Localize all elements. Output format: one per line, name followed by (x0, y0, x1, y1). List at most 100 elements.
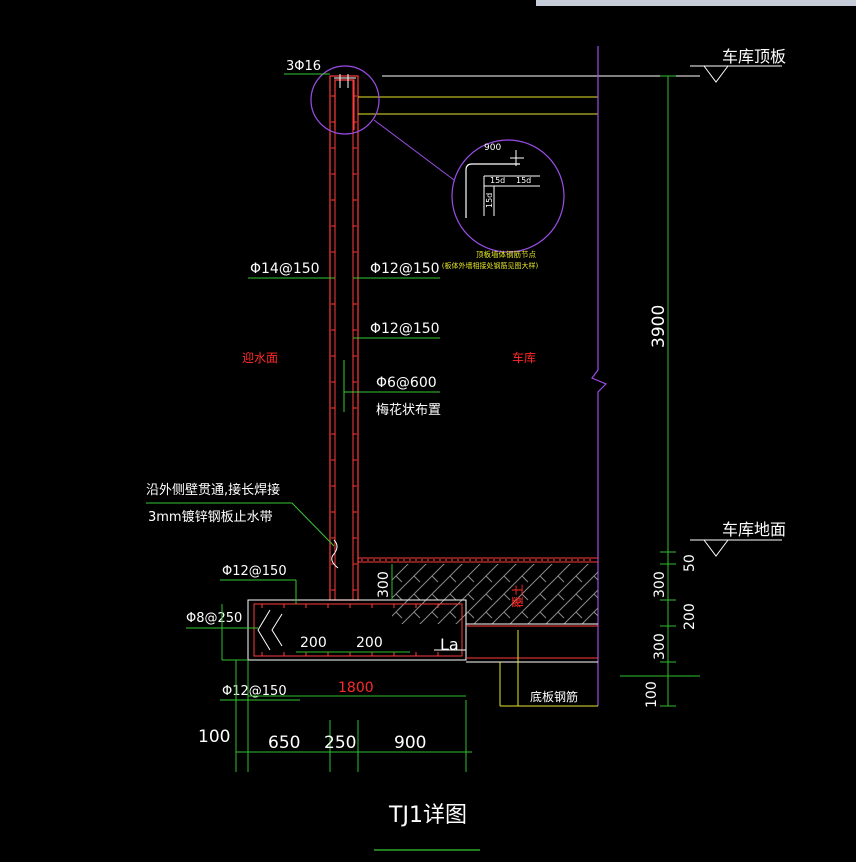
screed-dot (373, 559, 375, 561)
waterstop-label-1: 沿外侧壁贯通,接长焊接 (146, 482, 280, 498)
screed-dot (541, 559, 543, 561)
screed-dot (445, 559, 447, 561)
dim-900: 900 (394, 733, 426, 753)
annotations: 3Φ16 Φ14@150 Φ12@150 Φ12@150 Φ6@600 梅花状布… (146, 59, 578, 851)
screed-dot (577, 559, 579, 561)
inner-rebar-1-label: Φ12@150 (370, 261, 440, 277)
roof-level-symbol (690, 65, 782, 83)
screed-dot (505, 559, 507, 561)
break-line (591, 46, 608, 706)
dim-250: 250 (324, 733, 356, 753)
roof-level-label: 车库顶板 (722, 47, 786, 66)
screed-dot (457, 559, 459, 561)
dim-200-right: 200 (356, 635, 383, 651)
top-hook-rebar (334, 79, 355, 130)
floor-level-label: 车库地面 (722, 520, 786, 539)
bottom-dimension-chain: 100 650 250 900 (198, 604, 472, 772)
fill-hatch (392, 564, 598, 624)
level-markers: 车库顶板 车库地面 (690, 47, 786, 557)
screed-dot (529, 559, 531, 561)
dim-300b: 300 (652, 633, 668, 660)
dim-650: 650 (268, 733, 300, 753)
dim-200-left: 200 (300, 635, 327, 651)
footing-rebar-ticks (261, 604, 439, 656)
screed-dot (499, 559, 501, 561)
screed-dot (379, 559, 381, 561)
screed-dot (361, 559, 363, 561)
screed-dot (367, 559, 369, 561)
garage-structure (358, 46, 700, 706)
outer-rebar-label: Φ14@150 (250, 261, 320, 277)
screed-dot (433, 559, 435, 561)
screed-dot (517, 559, 519, 561)
callout-circle-large (451, 139, 565, 253)
right-dimension-chain: 3900 50 300 200 300 100 (620, 75, 700, 708)
callout-dim-15d-a: 15d (490, 176, 505, 185)
dim-100-left: 100 (198, 727, 230, 747)
dim-300-left: 300 (376, 571, 392, 598)
screed-dot (487, 559, 489, 561)
base-rebar-label: 底板钢筋 (530, 689, 578, 704)
screed-dot (385, 559, 387, 561)
dim-100-right: 100 (644, 681, 660, 708)
screed-dot (565, 559, 567, 561)
screed-dot (511, 559, 513, 561)
footing-outline (247, 599, 467, 661)
callout-dim-900: 900 (484, 143, 501, 153)
screed-dot (427, 559, 429, 561)
screed-dot (571, 559, 573, 561)
inner-rebar-2-label: Φ12@150 (370, 321, 440, 337)
dim-1800: 1800 (338, 680, 374, 696)
callout-circle-small (310, 65, 380, 135)
footing-top-rebar-label: Φ12@150 (222, 564, 287, 579)
detail-title: TJ1详图 (388, 803, 467, 828)
dim-3900: 3900 (649, 305, 669, 348)
footing (247, 599, 598, 707)
screed-dot (415, 559, 417, 561)
footing-side-rebar-label: Φ8@250 (186, 611, 242, 626)
screed-dot (463, 559, 465, 561)
la-label: La (440, 635, 459, 654)
footing-bottom-rebar-label: Φ12@150 (222, 684, 287, 699)
screed-dot (523, 559, 525, 561)
screed-dot (493, 559, 495, 561)
screed-dot (535, 559, 537, 561)
footing-rebar-loop (253, 603, 463, 657)
detail-callout: 900 15d 15d 15d 顶板墙体钢筋节点 (板体外墙相接处钢筋见图大样) (310, 65, 565, 270)
callout-note-1: 顶板墙体钢筋节点 (476, 249, 536, 259)
window-top-bar (536, 0, 856, 6)
floor-level-symbol (690, 539, 782, 557)
water-side-label: 迎水面 (242, 351, 278, 365)
screed-dot (553, 559, 555, 561)
waterstop-leader-d (291, 502, 335, 547)
screed-dot (475, 559, 477, 561)
waterstop-label-2: 3mm镀锌钢板止水带 (148, 509, 273, 525)
tie-note-label: 梅花状布置 (376, 402, 441, 418)
callout-dim-15d-c: 15d (485, 193, 494, 208)
screed-dot (481, 559, 483, 561)
screed-dot (403, 559, 405, 561)
floor-screed-pattern (361, 559, 591, 561)
screed-dot (583, 559, 585, 561)
screed-dot (559, 559, 561, 561)
callout-note-2: (板体外墙相接处钢筋见图大样) (442, 261, 539, 270)
footing-chevron (257, 609, 283, 651)
dim-200: 200 (682, 603, 698, 630)
fill-label: 覆土 (511, 584, 525, 608)
screed-dot (589, 559, 591, 561)
screed-dot (397, 559, 399, 561)
top-rebar-label: 3Φ16 (286, 59, 321, 74)
callout-hook (465, 163, 520, 218)
screed-dot (439, 559, 441, 561)
wall-rebar-ticks (331, 95, 357, 591)
callout-leader (373, 119, 455, 181)
screed-dot (391, 559, 393, 561)
tie-rebar-label: Φ6@600 (376, 375, 437, 391)
screed-dot (421, 559, 423, 561)
dim-300a: 300 (652, 571, 668, 598)
screed-dot (451, 559, 453, 561)
footing-dimensions: 300 200 200 1800 (248, 564, 466, 697)
screed-dot (469, 559, 471, 561)
garage-label: 车库 (512, 350, 536, 365)
